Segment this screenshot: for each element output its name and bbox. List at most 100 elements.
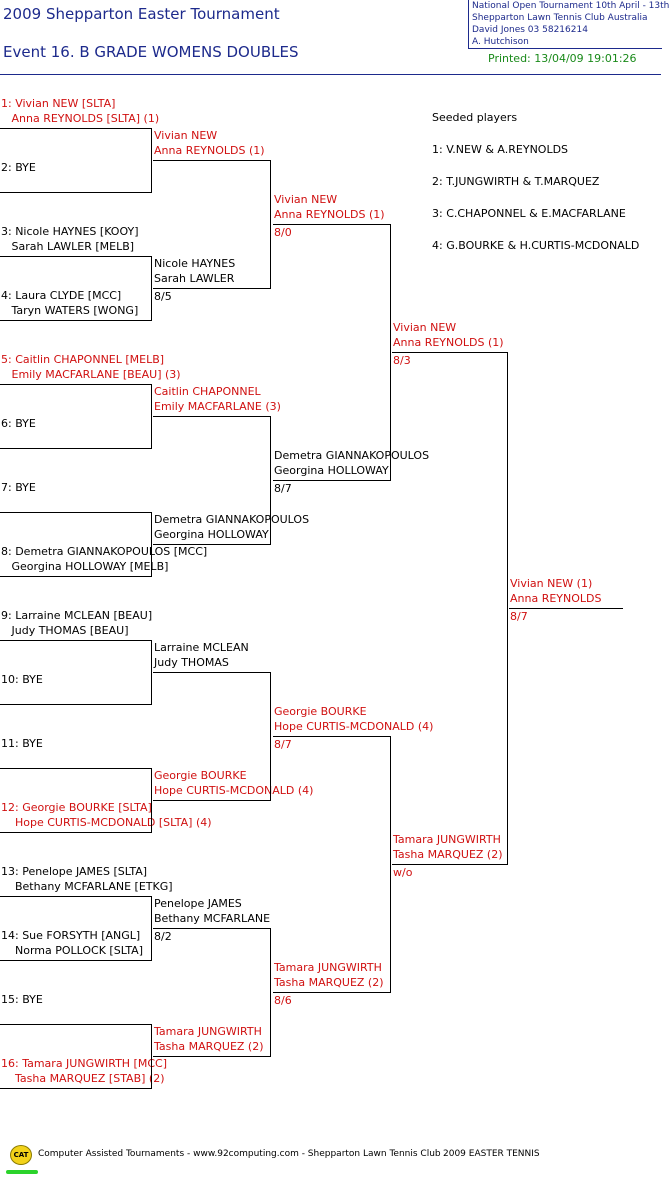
- quarterfinals-score: 8/7: [274, 738, 292, 751]
- info-line-4: A. Hutchison: [472, 37, 529, 47]
- draw-connector: [151, 1024, 152, 1089]
- draw-entry-line1: 15: BYE: [1, 993, 43, 1006]
- draw-entry-line1: 13: Penelope JAMES [SLTA]: [1, 865, 148, 878]
- draw-connector: [151, 768, 152, 833]
- draw-entry-line1: 5: Caitlin CHAPONNEL [MELB]: [1, 353, 165, 366]
- draw-bracket-line: [0, 896, 151, 897]
- draw-bracket-line: [0, 640, 151, 641]
- round2-bracket-line: [153, 288, 270, 289]
- round2-entry-line1: Caitlin CHAPONNEL: [154, 385, 261, 398]
- draw-entry-line1: 3: Nicole HAYNES [KOOY]: [1, 225, 139, 238]
- quarterfinals-entry-line1: Demetra GIANNAKOPOULOS: [274, 449, 430, 462]
- draw-bracket-line: [0, 704, 151, 705]
- draw-entry-line1: 14: Sue FORSYTH [ANGL]: [1, 929, 141, 942]
- info-line-3: David Jones 03 58216214: [472, 25, 588, 35]
- round2-score: 8/2: [154, 930, 172, 943]
- semifinals-bracket-line: [392, 864, 507, 865]
- round2-bracket-line: [153, 928, 270, 929]
- draw-entry-line2: Hope CURTIS-MCDONALD [SLTA] (4): [1, 816, 212, 829]
- semifinals-entry-line1: Tamara JUNGWIRTH: [393, 833, 501, 846]
- final-entry-line2: Anna REYNOLDS: [510, 592, 602, 605]
- quarterfinals-score: 8/7: [274, 482, 292, 495]
- footer-event: 2009 EASTER TENNIS: [443, 1149, 540, 1159]
- quarterfinals-connector: [390, 736, 391, 993]
- round2-bracket-line: [153, 800, 270, 801]
- footer-credit: Computer Assisted Tournaments - www.92co…: [38, 1149, 441, 1159]
- semifinals-score: w/o: [393, 866, 413, 879]
- draw-entry-line1: 16: Tamara JUNGWIRTH [MCC]: [1, 1057, 167, 1070]
- logo-underline: [6, 1170, 38, 1174]
- draw-connector: [151, 128, 152, 193]
- draw-entry-line2: Bethany MCFARLANE [ETKG]: [1, 880, 173, 893]
- round2-entry-line2: Judy THOMAS: [154, 656, 229, 669]
- draw-bracket-line: [0, 960, 151, 961]
- round2-entry-line1: Penelope JAMES: [154, 897, 242, 910]
- round2-connector: [270, 416, 271, 545]
- round2-bracket-line: [153, 544, 270, 545]
- seeded-item: 2: T.JUNGWIRTH & T.MARQUEZ: [432, 175, 600, 188]
- draw-entry-line2: Tasha MARQUEZ [STAB] (2): [1, 1072, 165, 1085]
- quarterfinals-entry-line2: Tasha MARQUEZ (2): [274, 976, 384, 989]
- round2-entry-line2: Anna REYNOLDS (1): [154, 144, 265, 157]
- cat-logo-icon: CAT: [10, 1145, 32, 1165]
- draw-entry-line2: Anna REYNOLDS [SLTA] (1): [1, 112, 160, 125]
- quarterfinals-bracket-line: [273, 224, 390, 225]
- draw-entry-line1: 4: Laura CLYDE [MCC]: [1, 289, 122, 302]
- draw-bracket-line: [0, 832, 151, 833]
- draw-bracket-line: [0, 192, 151, 193]
- draw-entry-line1: 1: Vivian NEW [SLTA]: [1, 97, 116, 110]
- draw-connector: [151, 640, 152, 705]
- round2-connector: [270, 160, 271, 289]
- info-line-2: Shepparton Lawn Tennis Club Australia: [472, 13, 648, 23]
- quarterfinals-bracket-line: [273, 736, 390, 737]
- draw-bracket-line: [0, 320, 151, 321]
- draw-entry-line2: Norma POLLOCK [SLTA]: [1, 944, 144, 957]
- draw-connector: [151, 384, 152, 449]
- quarterfinals-entry-line2: Hope CURTIS-MCDONALD (4): [274, 720, 434, 733]
- semifinals-bracket-line: [392, 352, 507, 353]
- quarterfinals-entry-line1: Vivian NEW: [274, 193, 338, 206]
- round2-entry-line2: Hope CURTIS-MCDONALD (4): [154, 784, 314, 797]
- draw-entry-line1: 11: BYE: [1, 737, 43, 750]
- seeded-item: 3: C.CHAPONNEL & E.MACFARLANE: [432, 207, 626, 220]
- tournament-title: 2009 Shepparton Easter Tournament: [3, 5, 280, 23]
- draw-bracket-line: [0, 256, 151, 257]
- draw-entry-line1: 8: Demetra GIANNAKOPOULOS [MCC]: [1, 545, 208, 558]
- final-bracket-line: [509, 608, 623, 609]
- draw-entry-line2: Georgina HOLLOWAY [MELB]: [1, 560, 169, 573]
- round2-entry-line2: Bethany MCFARLANE: [154, 912, 271, 925]
- round2-entry-line2: Georgina HOLLOWAY: [154, 528, 269, 541]
- draw-entry-line1: 10: BYE: [1, 673, 43, 686]
- draw-bracket-line: [0, 576, 151, 577]
- quarterfinals-connector: [390, 224, 391, 481]
- round2-entry-line1: Tamara JUNGWIRTH: [154, 1025, 262, 1038]
- draw-entry-line2: Sarah LAWLER [MELB]: [1, 240, 135, 253]
- draw-bracket-line: [0, 128, 151, 129]
- draw-connector: [151, 256, 152, 321]
- draw-bracket-line: [0, 448, 151, 449]
- draw-bracket-line: [0, 1024, 151, 1025]
- draw-bracket-line: [0, 1088, 151, 1089]
- semifinals-entry-line2: Tasha MARQUEZ (2): [393, 848, 503, 861]
- seeded-item: 1: V.NEW & A.REYNOLDS: [432, 143, 569, 156]
- quarterfinals-entry-line2: Georgina HOLLOWAY: [274, 464, 389, 477]
- quarterfinals-score: 8/0: [274, 226, 292, 239]
- draw-entry-line1: 6: BYE: [1, 417, 36, 430]
- final-score: 8/7: [510, 610, 528, 623]
- round2-bracket-line: [153, 672, 270, 673]
- semifinals-score: 8/3: [393, 354, 411, 367]
- quarterfinals-entry-line2: Anna REYNOLDS (1): [274, 208, 385, 221]
- quarterfinals-score: 8/6: [274, 994, 292, 1007]
- round2-entry-line1: Demetra GIANNAKOPOULOS: [154, 513, 310, 526]
- round2-bracket-line: [153, 1056, 270, 1057]
- round2-entry-line1: Georgie BOURKE: [154, 769, 247, 782]
- round2-entry-line1: Nicole HAYNES: [154, 257, 236, 270]
- info-box: [468, 0, 662, 49]
- draw-entry-line2: Emily MACFARLANE [BEAU] (3): [1, 368, 181, 381]
- draw-bracket-line: [0, 512, 151, 513]
- final-entry-line1: Vivian NEW (1): [510, 577, 593, 590]
- quarterfinals-bracket-line: [273, 480, 390, 481]
- round2-score: 8/5: [154, 290, 172, 303]
- draw-entry-line1: 9: Larraine MCLEAN [BEAU]: [1, 609, 153, 622]
- seeded-item: 4: G.BOURKE & H.CURTIS-MCDONALD: [432, 239, 640, 252]
